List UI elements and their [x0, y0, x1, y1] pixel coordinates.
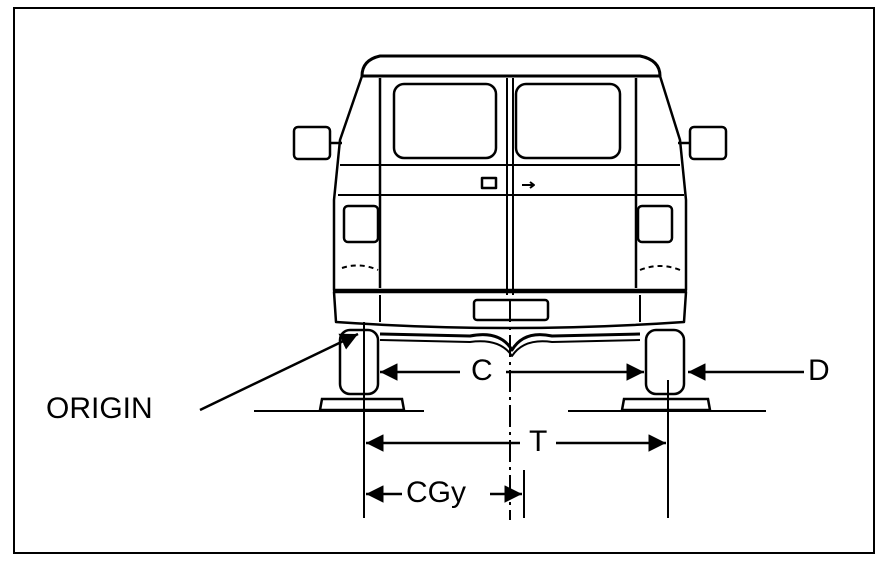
right-rear-tire	[644, 328, 686, 396]
origin-label: ORIGIN	[46, 392, 153, 425]
left-tail-light	[342, 204, 380, 244]
d-dimension-label: D	[808, 354, 830, 387]
rear-axle	[379, 332, 641, 352]
right-wheel-pad	[620, 397, 712, 412]
figure-border	[13, 7, 875, 554]
dimension-arrows	[199, 332, 804, 503]
left-side-mirror	[292, 125, 342, 161]
right-rear-window	[514, 82, 622, 160]
left-rear-window	[392, 82, 498, 160]
left-wheel-pad	[318, 397, 406, 412]
right-tail-light	[636, 204, 674, 244]
reference-lines	[363, 322, 669, 518]
rear-bumper	[332, 290, 688, 330]
origin-leader-arrow	[199, 332, 359, 412]
van-illustration	[292, 54, 728, 396]
left-rear-tire	[338, 328, 380, 396]
van-roof	[360, 54, 662, 78]
cgy-dimension-label: CGy	[404, 476, 468, 509]
t-dimension-label: T	[526, 427, 551, 457]
door-handle	[480, 176, 498, 190]
c-dimension-label: C	[468, 356, 496, 386]
van-body-outline	[332, 75, 688, 292]
right-side-mirror	[678, 125, 728, 161]
